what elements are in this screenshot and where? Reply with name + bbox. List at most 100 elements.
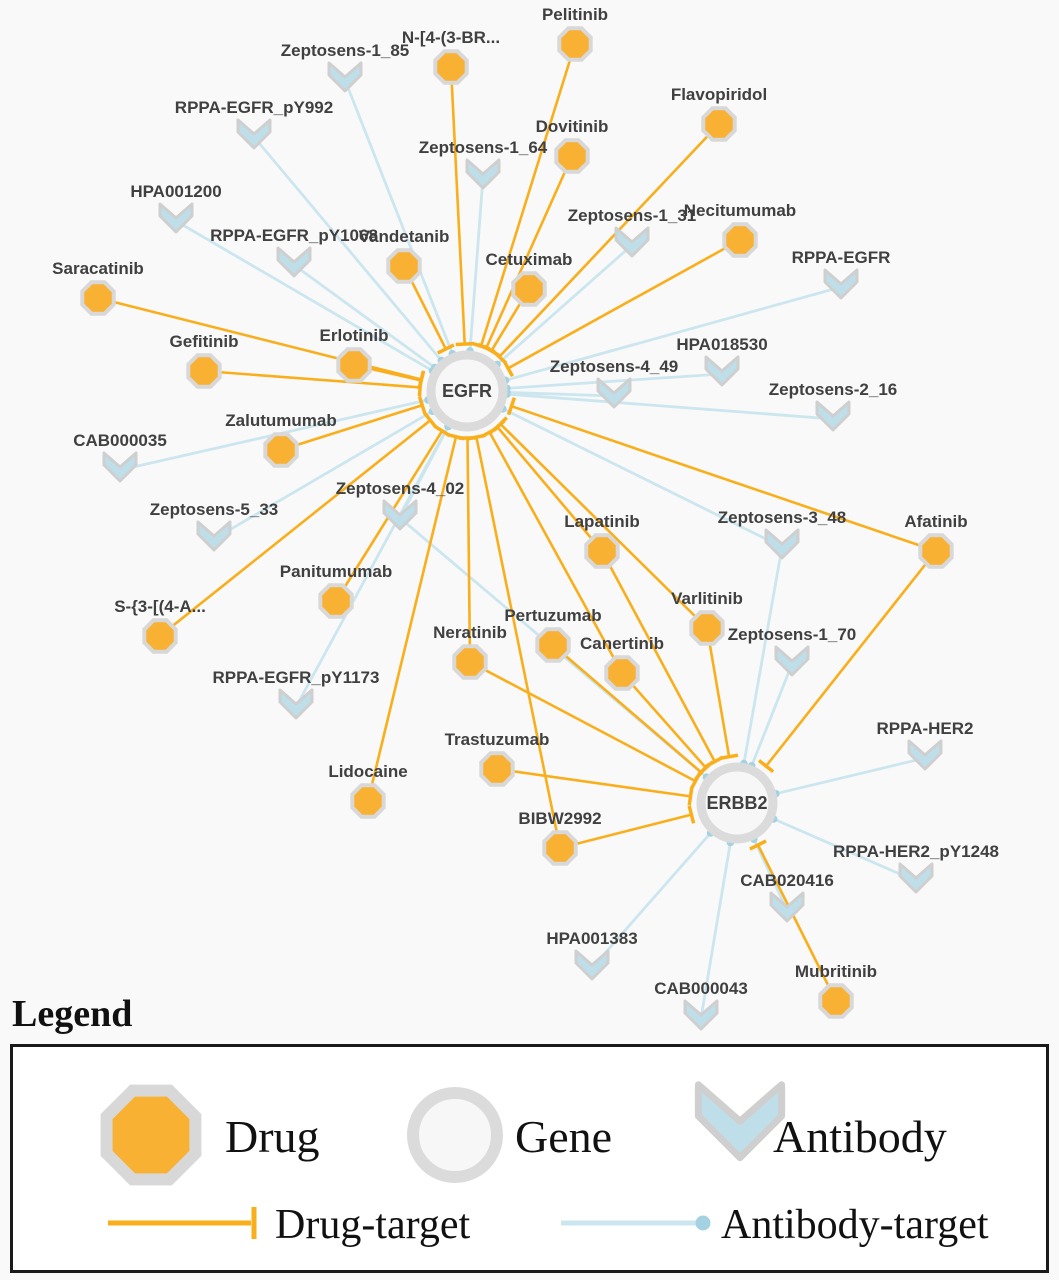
drug-target-edge — [477, 155, 574, 354]
drug-target-edge — [203, 369, 423, 397]
antibody-node-label: HPA001383 — [546, 929, 637, 948]
drug-target-edge — [467, 433, 562, 849]
drug-target-edge — [552, 644, 709, 781]
drug-node — [318, 583, 354, 619]
antibody-target-edge — [503, 390, 834, 421]
drug-target-edge — [600, 550, 724, 768]
antibody-target-edge — [503, 388, 615, 398]
antibody-node-label: HPA018530 — [676, 335, 767, 354]
antibody-target-edge — [343, 79, 457, 358]
antibody-target-edge — [769, 815, 917, 883]
drug-node-label: Lidocaine — [328, 762, 407, 781]
drug-target-edge — [458, 436, 477, 663]
antibody-node — [823, 268, 859, 300]
antibody-node-label: HPA001200 — [130, 182, 221, 201]
antibody-target-edge — [293, 263, 439, 372]
drug-target-edge — [559, 805, 696, 850]
drug-target-edge — [469, 660, 702, 790]
antibody-node — [158, 202, 194, 234]
antibody-node-label: RPPA-EGFR_pY1173 — [213, 668, 380, 687]
antibody-target-edge — [175, 219, 437, 375]
legend-title: Legend — [12, 993, 133, 1035]
drug-target-edge — [506, 397, 937, 553]
drug-node — [186, 353, 222, 389]
drug-node — [722, 222, 758, 258]
antibody-node-label: CAB000035 — [73, 431, 167, 450]
antibody-target-edge — [503, 372, 723, 393]
antibody-node-label: RPPA-EGFR — [792, 248, 891, 267]
antibody-node — [102, 451, 138, 483]
drug-node — [701, 106, 737, 142]
antibody-node — [276, 246, 312, 278]
antibody-node-label: CAB000043 — [654, 979, 748, 998]
antibody-node — [278, 688, 314, 720]
antibody-node-label: CAB020416 — [740, 871, 834, 890]
drug-node — [80, 280, 116, 316]
drug-target-edge — [471, 43, 577, 351]
drug-target-edge — [489, 419, 603, 552]
antibody-node-label: RPPA-EGFR_pY1068 — [210, 226, 378, 245]
drug-target-edge — [502, 238, 741, 378]
drug-target-edge — [705, 627, 739, 760]
drug-node-label: Lapatinib — [564, 512, 640, 531]
drug-node — [479, 751, 515, 787]
drug-target-edge — [280, 396, 427, 452]
antibody-target-edge — [590, 829, 715, 969]
antibody-node — [382, 499, 418, 531]
drug-node-label: Trastuzumab — [445, 730, 550, 749]
antibody-node — [815, 400, 851, 432]
drug-node-label: Zalutumumab — [225, 411, 336, 430]
antibody-target-edge — [501, 285, 842, 385]
drug-node — [535, 627, 571, 663]
drug-node — [263, 432, 299, 468]
drug-node-label: S-{3-[(4-A... — [114, 597, 206, 616]
drug-node-label: Mubritinib — [795, 962, 877, 981]
drug-node-label: Flavopiridol — [671, 85, 767, 104]
antibody-target-edge — [699, 838, 735, 1019]
drug-node — [918, 533, 954, 569]
drug-node — [142, 618, 178, 654]
antibody-node-label: Zeptosens-1_64 — [419, 138, 548, 157]
drug-target-edge — [492, 416, 708, 629]
antibody-node — [683, 999, 719, 1031]
antibody-node-label: Zeptosens-1_85 — [281, 41, 410, 60]
antibody-node-label: Zeptosens-4_49 — [550, 357, 679, 376]
antibody-node — [898, 862, 934, 894]
gene-node-label: EGFR — [442, 381, 492, 401]
drug-node — [557, 26, 593, 62]
label-layer: PelitinibN-[4-(3-BR...DovitinibFlavopiri… — [52, 5, 999, 998]
antibody-target-edge — [213, 407, 437, 541]
drug-node — [689, 610, 725, 646]
antibody-node — [596, 377, 632, 409]
antibody-node-label: RPPA-EGFR_pY992 — [175, 98, 333, 117]
drug-target-edge — [621, 672, 714, 776]
legend-drug-label: Drug — [225, 1111, 320, 1162]
drug-node-label: Pertuzumab — [504, 606, 601, 625]
antibody-target-edge — [747, 663, 794, 770]
drug-target-edge — [159, 412, 438, 638]
antibody-node-label: Zeptosens-2_16 — [769, 380, 898, 399]
antibody-node-label: Zeptosens-4_02 — [336, 479, 465, 498]
antibody-target-edge — [294, 422, 452, 708]
antibody-node-label: RPPA-HER2_pY1248 — [833, 842, 999, 861]
drug-node-label: Erlotinib — [320, 326, 389, 345]
drug-node-label: Vandetanib — [359, 227, 450, 246]
legend-antibody-icon — [694, 1081, 786, 1162]
drug-target-edge — [480, 426, 624, 674]
antibody-node — [774, 645, 810, 677]
antibody-node — [614, 226, 650, 258]
drug-node — [584, 533, 620, 569]
antibody-target-edge — [498, 404, 783, 549]
legend-gene-icon — [407, 1087, 503, 1183]
drug-node-label: Dovitinib — [536, 117, 609, 136]
network-canvas: PelitinibN-[4-(3-BR...DovitinibFlavopiri… — [52, 5, 999, 1031]
antibody-node-label: RPPA-HER2 — [877, 719, 974, 738]
antibody-node — [704, 355, 740, 387]
drug-node — [554, 138, 590, 174]
drug-node-label: Gefitinib — [170, 332, 239, 351]
drug-node-label: Neratinib — [433, 623, 507, 642]
drug-target-edge — [366, 432, 466, 802]
drug-node — [542, 830, 578, 866]
antibody-node-label: Zeptosens-3_48 — [718, 508, 847, 527]
drug-node-label: Pelitinib — [542, 5, 608, 24]
